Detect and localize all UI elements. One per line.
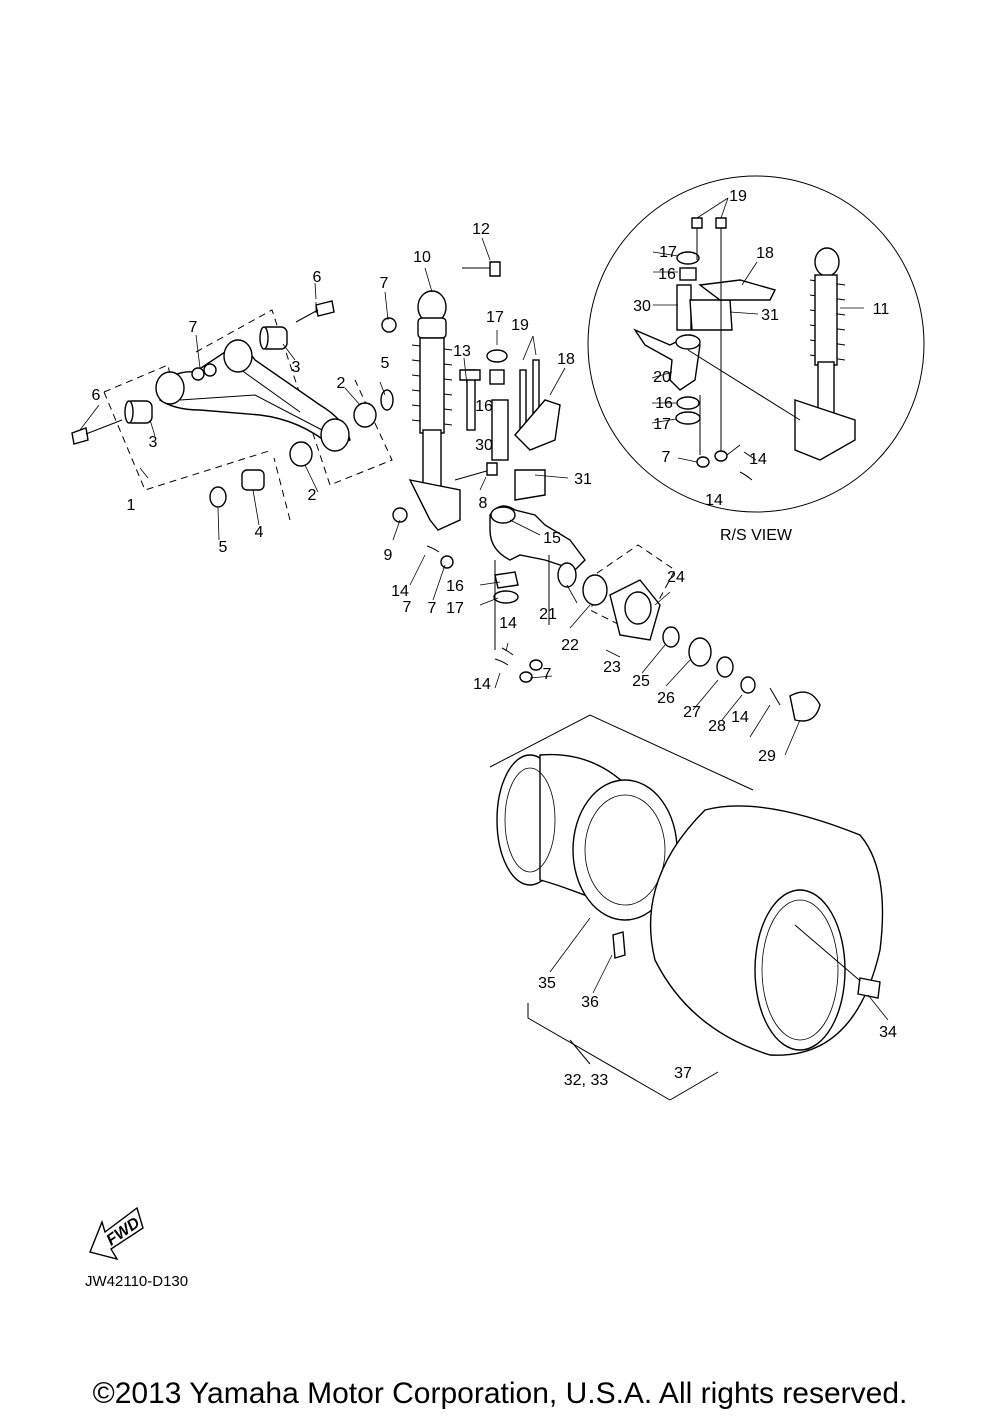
callout-27: 27 [683, 704, 701, 721]
callout-16: 16 [475, 398, 493, 415]
callout-28: 28 [708, 718, 726, 735]
fwd-arrow-icon: FWD [89, 1206, 144, 1261]
callout-7: 7 [543, 666, 552, 683]
callout-1: 1 [127, 497, 136, 514]
callout-30: 30 [475, 437, 493, 454]
callout-34: 34 [879, 1024, 897, 1041]
callout-17: 17 [659, 244, 677, 261]
callout-36: 36 [581, 994, 599, 1011]
callout-8: 8 [479, 495, 488, 512]
callout-14: 14 [749, 451, 767, 468]
callout-14: 14 [705, 492, 723, 509]
callout-22: 22 [561, 637, 579, 654]
callout-2: 2 [308, 487, 317, 504]
callout-14: 14 [473, 676, 491, 693]
callout-7: 7 [428, 600, 437, 617]
callout-14: 14 [499, 615, 517, 632]
callout-2: 2 [337, 375, 346, 392]
callout-11: 11 [873, 301, 890, 318]
callout-16: 16 [658, 266, 676, 283]
callout-5: 5 [219, 539, 228, 556]
callout-24: 24 [667, 569, 685, 586]
callout-7: 7 [189, 319, 198, 336]
callout-6: 6 [313, 269, 322, 286]
callout-31: 31 [761, 307, 779, 324]
hub-group [557, 544, 821, 722]
copyright-notice: ©2013 Yamaha Motor Corporation, U.S.A. A… [92, 1377, 908, 1410]
lower-a-arm-group [71, 300, 394, 521]
callout-31: 31 [574, 471, 592, 488]
callout-25: 25 [632, 673, 650, 690]
callout-26: 26 [657, 690, 675, 707]
callout-16: 16 [655, 395, 673, 412]
callout-12: 12 [472, 221, 490, 238]
callout-19: 19 [511, 317, 529, 334]
callout-14: 14 [391, 583, 409, 600]
callout-4: 4 [255, 524, 264, 541]
callout-3: 3 [292, 359, 301, 376]
callout-23: 23 [603, 659, 621, 676]
wheel-tire-group [489, 714, 884, 1101]
callout-15: 15 [543, 530, 561, 547]
callout-37: 37 [674, 1065, 692, 1082]
callout-32-33: 32, 33 [564, 1072, 609, 1089]
shock-absorber [381, 261, 501, 531]
callout-20: 20 [653, 369, 671, 386]
callout-10: 10 [413, 249, 431, 266]
callout-7: 7 [403, 599, 412, 616]
callout-35: 35 [538, 975, 556, 992]
leader-lines [79, 237, 889, 1021]
callout-17: 17 [653, 416, 671, 433]
callout-19: 19 [729, 188, 747, 205]
callout-5: 5 [381, 355, 390, 372]
callout-14: 14 [731, 709, 749, 726]
rs-view-title: R/S VIEW [720, 527, 793, 544]
callout-13: 13 [453, 343, 471, 360]
callout-29: 29 [758, 748, 776, 765]
callout-21: 21 [539, 606, 557, 623]
callout-9: 9 [384, 547, 393, 564]
callout-7: 7 [380, 275, 389, 292]
callout-6: 6 [92, 387, 101, 404]
callout-3: 3 [149, 434, 158, 451]
callout-17: 17 [446, 600, 464, 617]
callout-18: 18 [557, 351, 575, 368]
callout-30: 30 [633, 298, 651, 315]
callout-18: 18 [756, 245, 774, 262]
callout-7: 7 [662, 449, 671, 466]
diagram-code: JW42110-D130 [85, 1273, 189, 1290]
callout-17: 17 [486, 309, 504, 326]
callout-16: 16 [446, 578, 464, 595]
rs-view-inset [587, 175, 925, 513]
